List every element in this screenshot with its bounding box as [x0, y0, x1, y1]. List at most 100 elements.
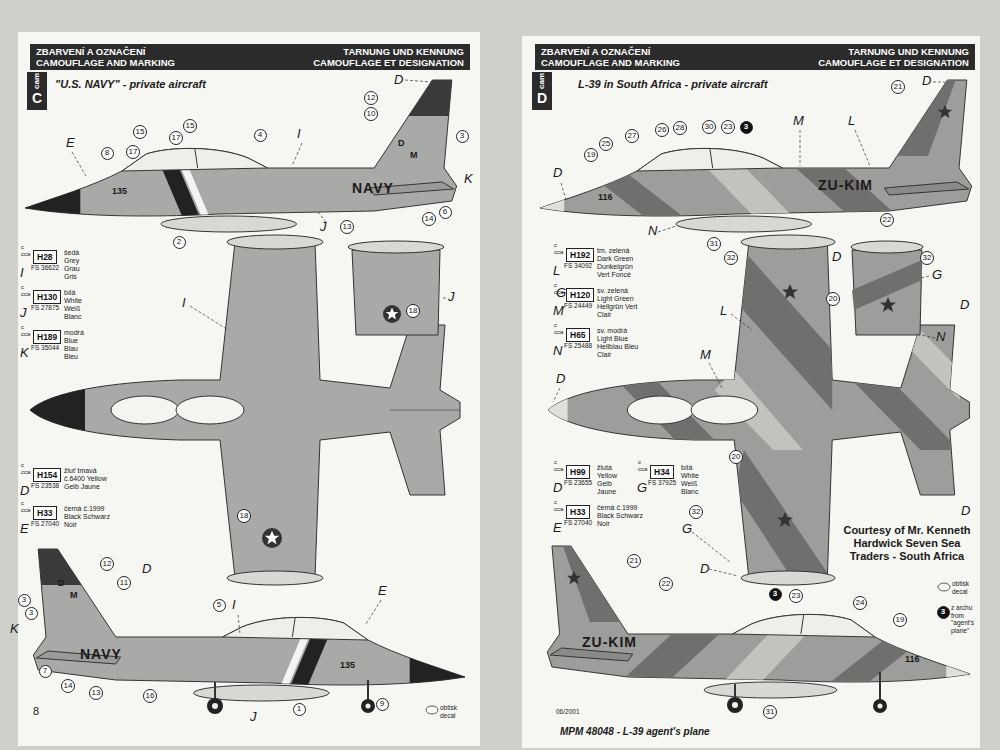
paint-code-box: H192 — [566, 248, 594, 262]
color-letter: D — [20, 484, 29, 498]
color-letter: E — [66, 136, 75, 150]
callout-number: 25 — [599, 137, 613, 151]
fs-number: FS 24449 — [564, 302, 592, 309]
callout-number: 3 — [18, 594, 31, 607]
aircraft-drawing — [851, 241, 923, 253]
callout-text: 15 — [186, 122, 195, 130]
tag-text: cam — [538, 73, 546, 89]
aircraft-drawing — [741, 571, 835, 585]
color-letter: M — [700, 348, 711, 362]
callout-text: 16 — [146, 692, 155, 700]
callout-text: 30 — [705, 123, 714, 131]
callout-number: 10 — [364, 107, 378, 121]
callout-text: 21 — [630, 557, 639, 565]
callout-text: 3 — [941, 608, 945, 616]
callout-number: 6 — [439, 206, 452, 219]
color-letter: I — [232, 598, 236, 612]
color-name: šedá Grey Grau Gris — [64, 249, 88, 281]
aircraft-marking: ZU-KIM — [818, 178, 873, 193]
plan-view — [25, 235, 460, 585]
fs-number: FS 23655 — [564, 479, 592, 486]
callout-number: 18 — [237, 509, 251, 523]
fs-number: FS 27040 — [564, 519, 592, 526]
aircraft-drawing — [561, 183, 566, 200]
callout-number: 9 — [376, 698, 389, 711]
paint-code: H33 — [37, 508, 53, 518]
color-letter: K — [464, 172, 473, 186]
aircraft-drawing — [734, 240, 832, 410]
aircraft-marking: 116 — [598, 192, 613, 202]
callout-number: 32 — [920, 251, 934, 265]
aircraft-drawing — [933, 82, 945, 83]
aircraft-drawing — [292, 143, 302, 166]
cca-note: c cca — [554, 459, 565, 472]
fs-number: FS 23538 — [31, 482, 59, 489]
side-view — [20, 76, 457, 232]
note-text: obtisk decal — [440, 704, 464, 719]
callout-text: 9 — [380, 700, 384, 708]
aircraft-drawing — [366, 600, 381, 624]
note-text: z archu from "agent's plane" — [951, 604, 979, 634]
aircraft-drawing — [627, 396, 694, 424]
aircraft-drawing — [72, 152, 86, 176]
callout-number: 2 — [173, 236, 186, 249]
callout-number: 16 — [143, 689, 157, 703]
aircraft-drawing — [383, 305, 401, 323]
callout-text: 3 — [22, 596, 26, 604]
callout-text: 12 — [103, 560, 112, 568]
callout-text: 27 — [628, 132, 637, 140]
aircraft-drawing — [535, 76, 972, 232]
aircraft-drawing — [777, 512, 793, 527]
aircraft-drawing — [405, 80, 432, 82]
callout-number: 31 — [707, 237, 721, 251]
callout-text: 32 — [923, 254, 932, 262]
kit-name: MPM 48048 - L-39 agent's plane — [560, 726, 710, 738]
callout-text: 17 — [129, 148, 138, 156]
color-letter: J — [20, 306, 27, 320]
callout-text: 23 — [724, 123, 733, 131]
color-letter: I — [297, 127, 301, 141]
tag-text: D — [537, 91, 547, 105]
aircraft-drawing — [731, 314, 752, 330]
callout-text: 25 — [602, 140, 611, 148]
scheme-tag: camD — [532, 72, 552, 110]
tag-text: cam — [33, 73, 41, 89]
aircraft-drawing — [938, 105, 952, 119]
paint-code: H154 — [37, 470, 57, 480]
color-letter: E — [378, 584, 387, 598]
callout-number: 3 — [937, 606, 950, 619]
aircraft-drawing — [111, 396, 179, 424]
color-letter: D — [556, 372, 565, 386]
aircraft-drawing — [855, 130, 870, 166]
callout-number: 28 — [673, 121, 687, 135]
paint-code-box: H130 — [33, 290, 61, 304]
callout-number: 19 — [584, 148, 598, 162]
color-letter: J — [250, 710, 257, 724]
fs-number: FS 36622 — [31, 264, 59, 271]
color-letter: L — [848, 114, 855, 128]
aircraft-drawing — [741, 235, 835, 249]
aircraft-drawing — [921, 335, 935, 338]
callout-number: 18 — [406, 304, 420, 318]
callout-number: 14 — [61, 679, 75, 693]
callout-number: 12 — [100, 557, 114, 571]
callout-text: 5 — [217, 601, 221, 609]
color-letter: K — [10, 622, 19, 636]
callout-number: 3 — [25, 607, 38, 620]
callout-text: 1 — [297, 705, 301, 713]
callout-number: 22 — [659, 577, 673, 591]
aircraft-drawing — [390, 410, 460, 411]
color-letter: D — [553, 166, 562, 180]
callout-number: 13 — [89, 686, 103, 700]
color-letter: D — [553, 481, 562, 495]
callout-number: 20 — [826, 292, 840, 306]
paint-code: H189 — [37, 332, 57, 342]
color-name: sv. zelená Light Green Hellgrün Vert Cla… — [597, 287, 641, 319]
color-name: žluť tmavá č.6400 Yellow Gelb Jaune — [64, 467, 112, 491]
color-name: tm. zelená Dark Green Dunkelgrün Vert Fo… — [597, 247, 641, 279]
callout-text: 26 — [658, 126, 667, 134]
aircraft-drawing — [921, 276, 929, 278]
callout-text: 32 — [692, 508, 701, 516]
color-name: modrá Blue Blau Bleu — [64, 329, 88, 361]
callout-number: 32 — [724, 251, 738, 265]
